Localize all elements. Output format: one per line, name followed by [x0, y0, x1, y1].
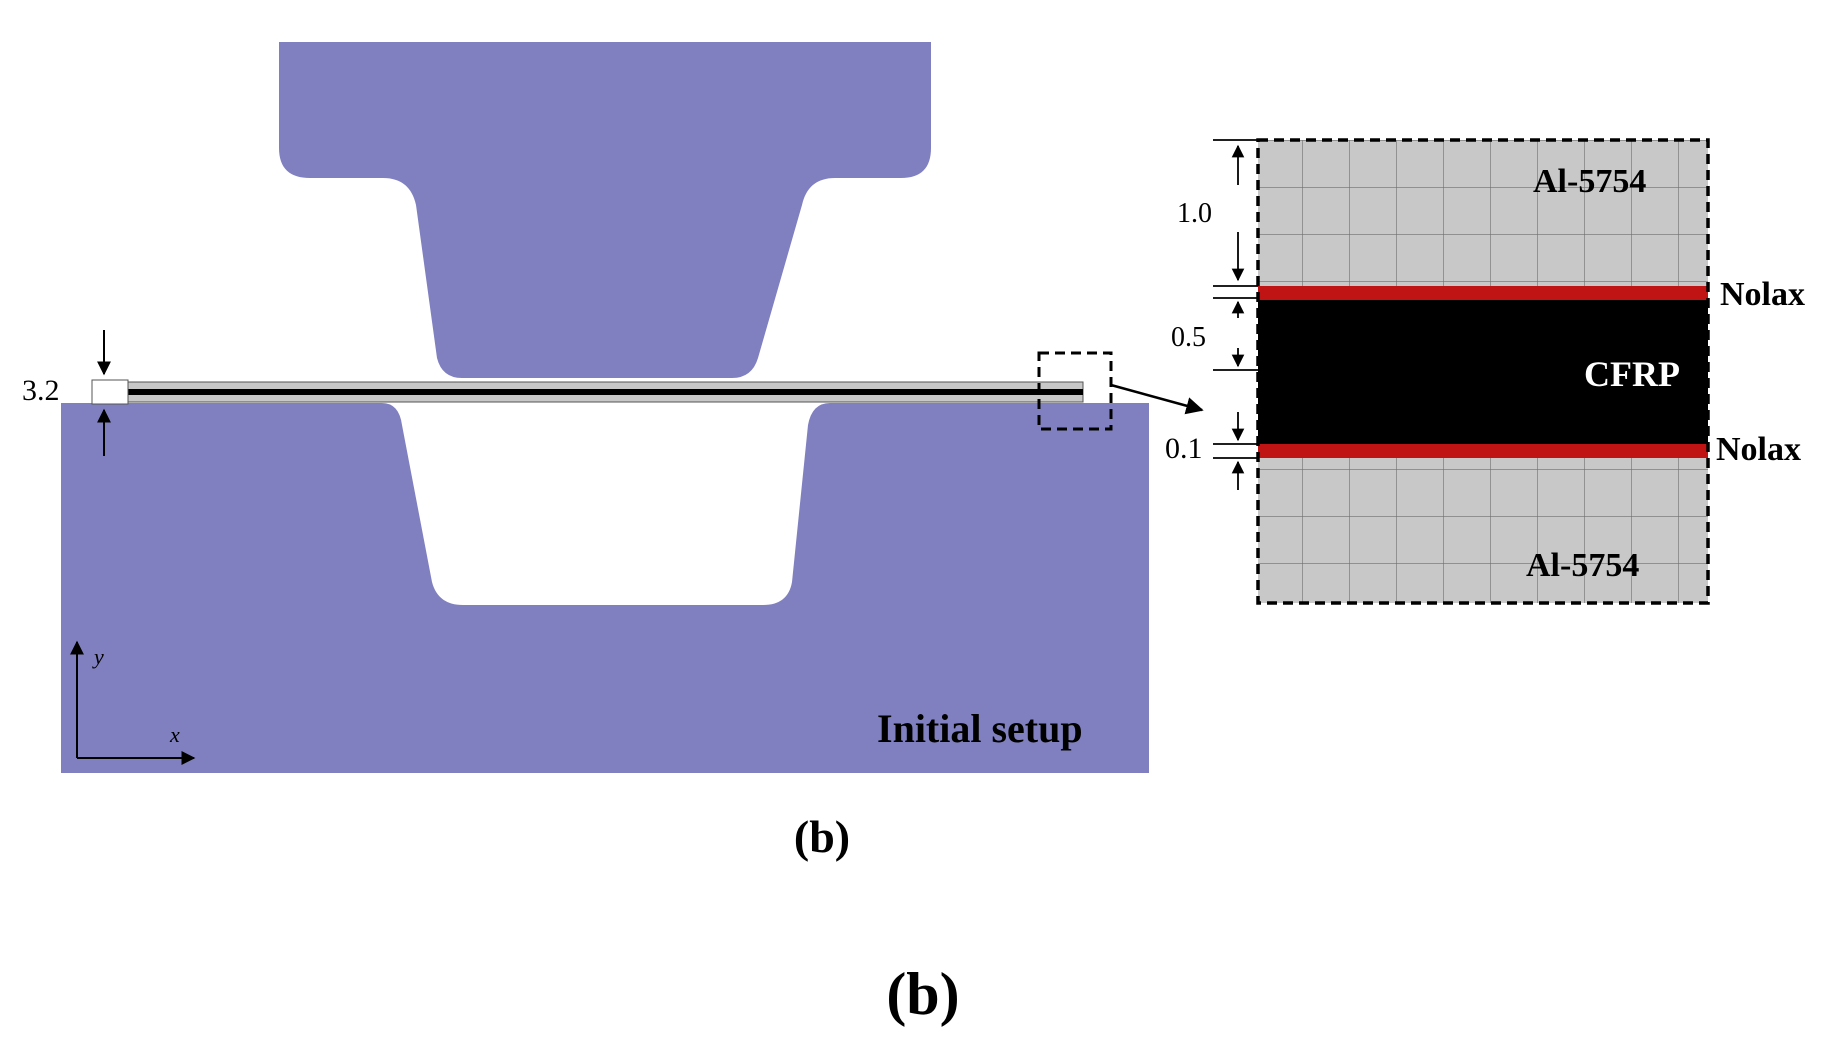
subfigure-label: (b): [794, 811, 850, 862]
callout-arrow: [1110, 383, 1204, 415]
nolax-bottom-label: Nolax: [1716, 431, 1801, 468]
dim-top-label: 1.0: [1177, 198, 1212, 229]
nolax-top-layer: [1258, 286, 1708, 300]
figure-caption: (b): [886, 961, 959, 1027]
main-diagram: 3.2 y x Initial setup (b): [22, 42, 1204, 862]
thickness-dimension: [91, 330, 129, 456]
setup-label: Initial setup: [877, 706, 1083, 751]
cfrp-core: [1258, 300, 1708, 446]
dim-bottom-label: 0.1: [1165, 432, 1203, 465]
lower-die: [61, 403, 1149, 773]
detail-frame: [1256, 138, 1710, 605]
nolax-bottom-layer: [1258, 444, 1708, 458]
al-bottom-label: Al-5754: [1526, 547, 1639, 584]
sheet-stack: [127, 381, 1084, 403]
axes-icon: [70, 640, 196, 765]
upper-punch: [279, 42, 931, 378]
al-top-label: Al-5754: [1533, 163, 1646, 200]
detail-view: 1.0 0.5 0.1 Al-5754 Al-5754 CFRP Nolax N…: [1165, 138, 1805, 605]
dim-middle-label: 0.5: [1171, 322, 1206, 353]
detail-callout-box: [1037, 351, 1113, 431]
dimension-lines: [1213, 139, 1258, 490]
thickness-label: 3.2: [22, 374, 60, 407]
nolax-top-label: Nolax: [1720, 276, 1805, 313]
y-axis-label: y: [92, 644, 104, 669]
cfrp-label: CFRP: [1584, 354, 1680, 394]
x-axis-label: x: [169, 722, 180, 747]
